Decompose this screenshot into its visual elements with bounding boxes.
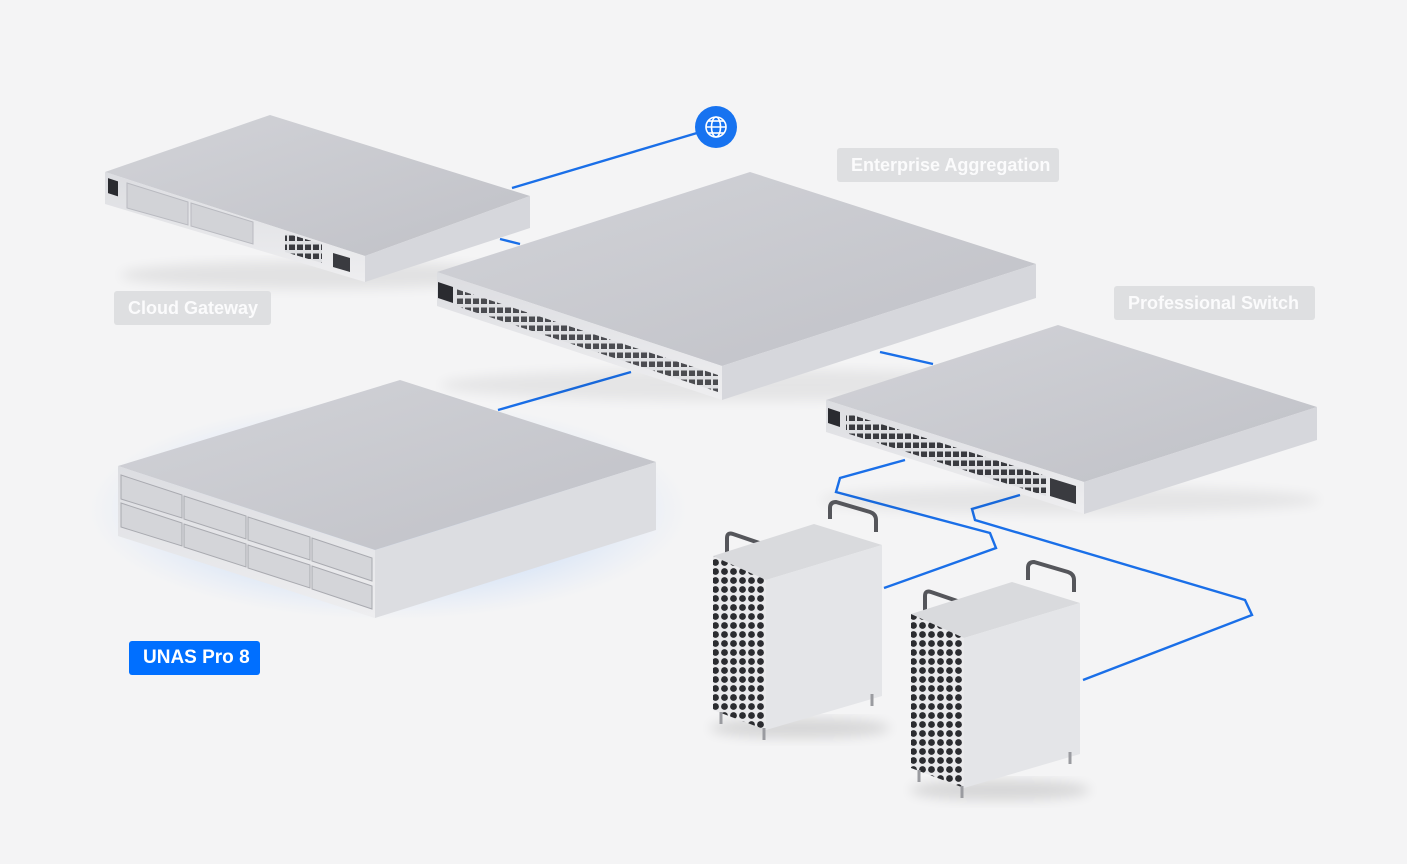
workstation-1[interactable] (710, 499, 890, 740)
link-aggregation-switch (879, 350, 934, 366)
workstation-tower-icon (710, 499, 890, 740)
globe-icon (705, 116, 727, 138)
professional-switch-device[interactable] (820, 325, 1320, 514)
link-switch-workstation-1 (834, 458, 998, 590)
workstation-2[interactable] (910, 559, 1090, 800)
workstation-tower-icon (910, 559, 1090, 800)
internet-node[interactable] (695, 106, 737, 148)
unas-pro-8-device[interactable] (88, 380, 688, 620)
professional-switch-label[interactable]: Professional Switch (1114, 286, 1315, 320)
cloud-gateway-label[interactable]: Cloud Gateway (114, 291, 271, 325)
cloud-gateway-device[interactable] (105, 115, 530, 289)
link-gateway-aggregation (499, 237, 521, 246)
enterprise-aggregation-label[interactable]: Enterprise Aggregation (837, 148, 1059, 182)
unas-pro-8-label[interactable]: UNAS Pro 8 (129, 641, 260, 675)
drive-bays (120, 474, 373, 610)
enterprise-aggregation-device[interactable] (437, 172, 1040, 401)
link-internet-gateway (511, 131, 698, 190)
